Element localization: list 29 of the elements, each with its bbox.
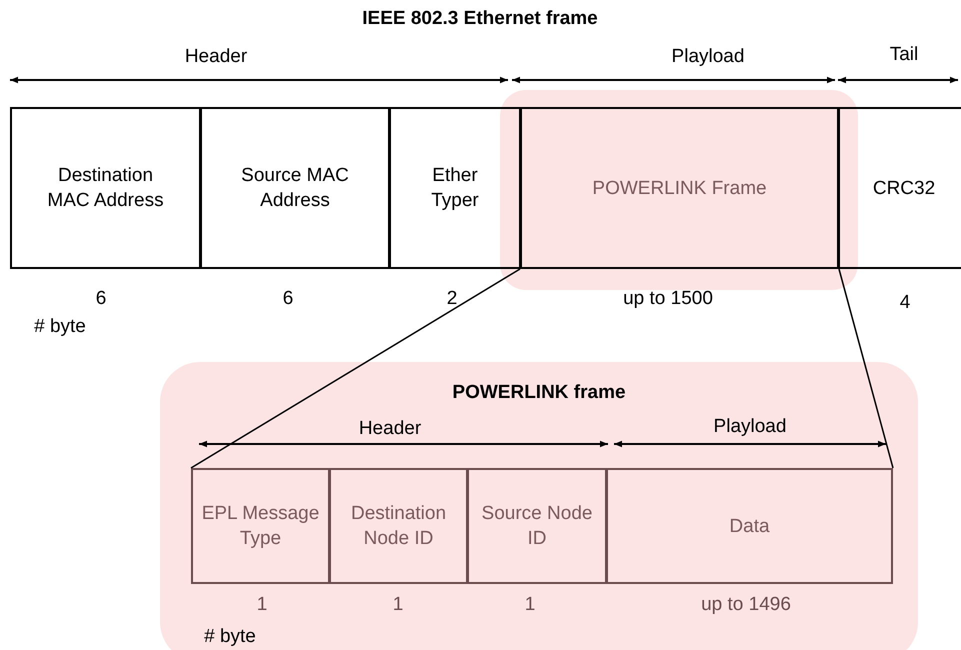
dimension-label: Header	[184, 46, 248, 68]
frame-field-cell: Destination MAC Address	[10, 107, 201, 269]
byte-count: 6	[282, 288, 294, 310]
frame-field-cell: Destination Node ID	[329, 468, 468, 584]
zoom-line	[838, 268, 894, 468]
byte-count: up to 1496	[701, 594, 791, 616]
byte-count: up to 1500	[623, 288, 713, 310]
frame-field-cell: EPL Message Type	[191, 468, 330, 584]
frame-field-cell: Source MAC Address	[200, 107, 390, 269]
panel-title: POWERLINK frame	[451, 382, 627, 404]
byte-count: 4	[900, 292, 910, 314]
frame-field-cell: Source Node ID	[467, 468, 607, 584]
frame-field-cell: Data	[606, 468, 893, 584]
dimension-label: Playload	[672, 46, 744, 68]
diagram-title: IEEE 802.3 Ethernet frame	[362, 8, 598, 30]
frame-field-cell: CRC32	[838, 107, 961, 269]
unit-label: # byte	[34, 316, 86, 338]
frame-panel	[160, 362, 918, 650]
dimension-label: Playload	[714, 416, 786, 438]
byte-count: 1	[392, 594, 404, 616]
frame-field-cell: POWERLINK Frame	[520, 107, 839, 269]
byte-count: 2	[446, 288, 458, 310]
byte-count: 1	[524, 594, 536, 616]
unit-label: # byte	[204, 626, 256, 648]
zoom-line	[190, 268, 520, 469]
dimension-label: Header	[358, 418, 422, 440]
byte-count: 1	[256, 594, 268, 616]
dimension-label: Tail	[890, 44, 918, 66]
byte-count: 6	[96, 288, 106, 310]
